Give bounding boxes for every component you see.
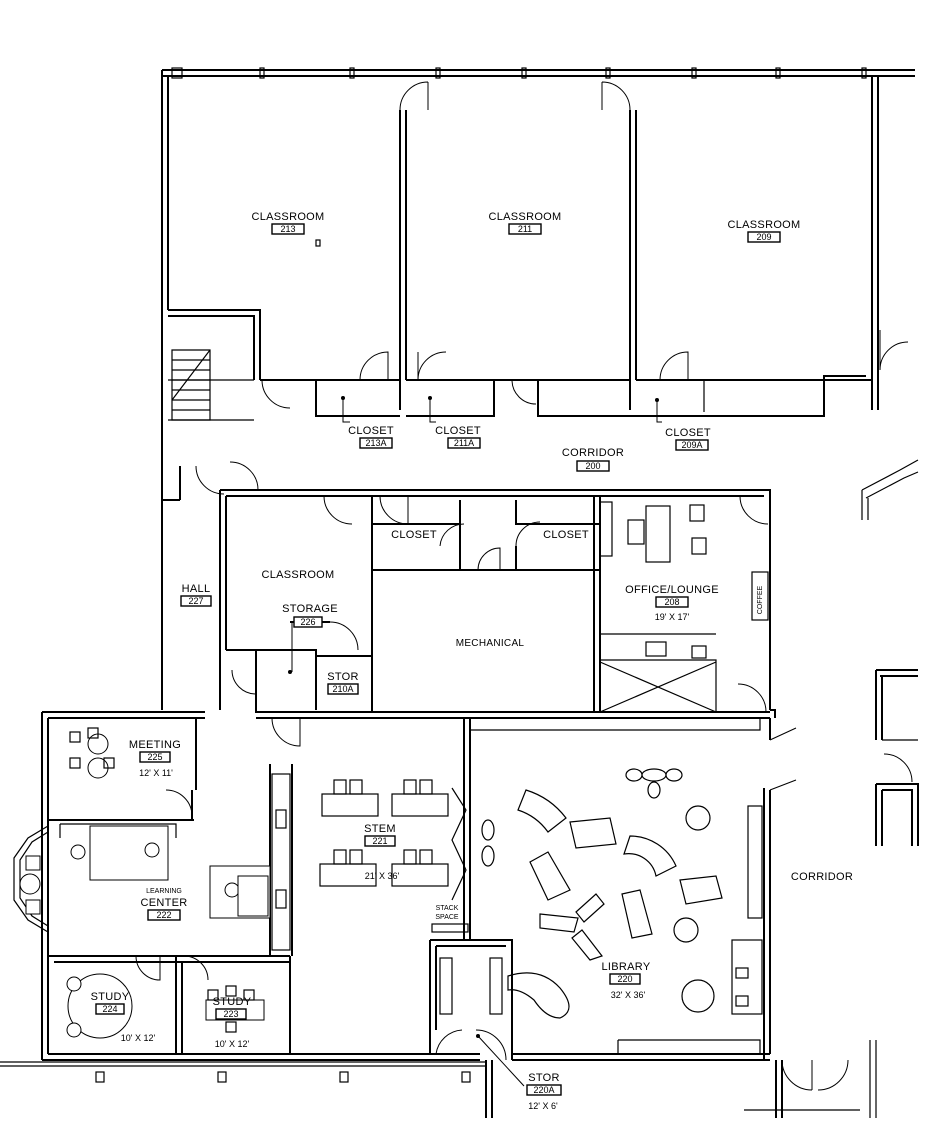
closet-a-label: CLOSET [391,529,437,541]
stor-220a-label: STOR [528,1072,560,1084]
study-223-size: 10' X 12' [215,1039,250,1049]
closet-213a-number: 213A [365,438,386,448]
meeting-225-number: 225 [147,752,162,762]
closet-209a-number: 209A [681,440,702,450]
classroom-211-label: CLASSROOM [489,211,562,223]
learning-center-label-line2: CENTER [140,897,187,909]
closet-211a-number: 211A [454,438,474,448]
office-208-size: 19' X 17' [655,612,690,622]
storage-226-label: STORAGE [282,603,338,615]
classroom-213-label: CLASSROOM [252,211,325,223]
study-224-size: 10' X 12' [121,1033,156,1043]
hall-227-number: 227 [188,596,203,606]
corridor-200-label: CORRIDOR [562,447,624,459]
meeting-225-label: MEETING [129,739,181,751]
stem-221-label: STEM [364,823,396,835]
stor-220a-size: 12' X 6' [528,1101,558,1111]
furniture [19,501,769,1039]
closet-b-label: CLOSET [543,529,589,541]
learning-center-number: 222 [156,910,171,920]
classroom-211-number: 211 [518,224,532,234]
classroom-209-number: 209 [756,232,771,242]
room-labels: CLASSROOM 213 CLASSROOM 211 CLASSROOM 20… [91,211,853,1111]
closet-209a-label: CLOSET [665,427,711,439]
walls [0,67,919,1118]
study-224-label: STUDY [91,991,130,1003]
corridor-200-number: 200 [585,461,600,471]
study-223-label: STUDY [213,996,252,1008]
mechanical-label: MECHANICAL [456,638,525,649]
hall-227-label: HALL [182,583,211,595]
stem-221-number: 221 [372,836,387,846]
office-208-label: OFFICE/LOUNGE [625,584,719,596]
classroom-storage-label: CLASSROOM [262,569,335,581]
stor-210a-label: STOR [327,671,359,683]
study-224-number: 224 [102,1004,117,1014]
meeting-225-size: 12' X 11' [139,768,173,778]
doors [135,81,913,1091]
corridor-east-label: CORRIDOR [791,871,853,883]
library-220-number: 220 [617,974,632,984]
study-223-number: 223 [223,1009,238,1019]
library-220-label: LIBRARY [602,961,651,973]
closet-211a-label: CLOSET [435,425,481,437]
coffee-label: COFFEE [757,585,764,614]
learning-center-label-line1: LEARNING [146,888,182,895]
classroom-213-number: 213 [280,224,295,234]
stack-space-line1: STACK [436,905,459,912]
column-markers [95,239,471,1083]
storage-226-number: 226 [300,617,315,627]
stack-space-line2: SPACE [435,914,459,921]
stor-220a-number: 220A [533,1085,554,1095]
stem-221-size: 21' X 36' [365,871,400,881]
stor-210a-number: 210A [332,684,353,694]
closet-213a-label: CLOSET [348,425,394,437]
library-220-size: 32' X 36' [611,990,646,1000]
classroom-209-label: CLASSROOM [728,219,801,231]
office-208-number: 208 [664,597,679,607]
